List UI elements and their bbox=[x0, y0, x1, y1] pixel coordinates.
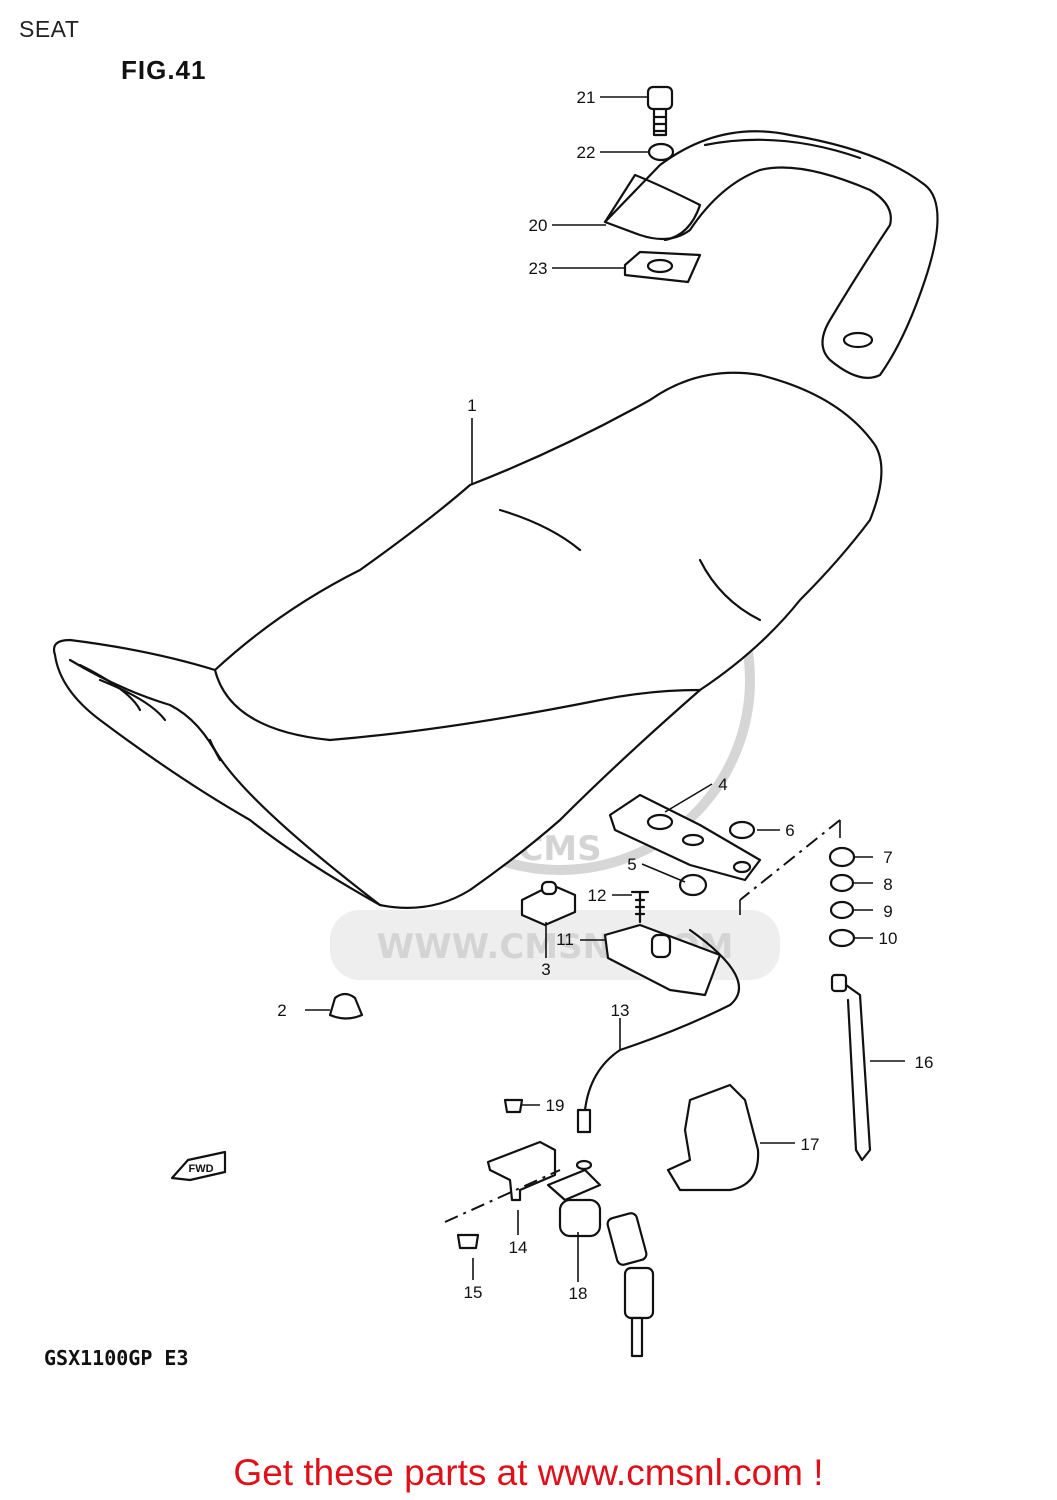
seat-bracket-4 bbox=[608, 793, 762, 882]
figure-number: FIG.41 bbox=[121, 55, 207, 85]
callout-18: 18 bbox=[569, 1284, 588, 1303]
callout-12: 12 bbox=[588, 886, 607, 905]
fwd-arrow-icon: FWD bbox=[170, 1150, 227, 1182]
bracket-17 bbox=[666, 1083, 760, 1192]
get-parts-link[interactable]: Get these parts at www.cmsnl.com ! bbox=[233, 1452, 824, 1493]
cable-end-13 bbox=[576, 1108, 592, 1134]
nut-10 bbox=[828, 928, 856, 948]
plate-23 bbox=[623, 250, 702, 284]
callout-21: 21 bbox=[577, 88, 596, 107]
callout-10: 10 bbox=[879, 929, 898, 948]
band-16 bbox=[830, 973, 872, 1162]
grommet-2 bbox=[328, 992, 364, 1020]
cushion-6 bbox=[728, 820, 756, 840]
nut-8 bbox=[829, 873, 855, 893]
callout-14: 14 bbox=[509, 1238, 528, 1257]
washer-9 bbox=[829, 900, 855, 920]
switch-3 bbox=[520, 880, 577, 927]
callout-1: 1 bbox=[467, 396, 476, 415]
washer-22 bbox=[647, 142, 675, 162]
leader-lines bbox=[305, 96, 905, 1282]
callout-20: 20 bbox=[529, 216, 548, 235]
callout-4: 4 bbox=[718, 775, 727, 794]
callout-19: 19 bbox=[546, 1096, 565, 1115]
callout-13: 13 bbox=[611, 1001, 630, 1020]
callout-7: 7 bbox=[883, 848, 892, 867]
callout-17: 17 bbox=[801, 1135, 820, 1154]
seat-part bbox=[52, 371, 883, 909]
callout-numbers: 21 22 20 23 1 2 3 4 5 6 7 8 9 10 11 12 1… bbox=[277, 88, 933, 1303]
lock-bracket-14 bbox=[486, 1140, 557, 1202]
page-title: SEAT bbox=[19, 16, 80, 42]
fwd-label: FWD bbox=[188, 1163, 213, 1175]
callout-16: 16 bbox=[915, 1053, 934, 1072]
seat-lock-cable-13 bbox=[583, 928, 741, 1112]
screw-15 bbox=[456, 1233, 480, 1250]
latch-11 bbox=[603, 923, 722, 997]
damper-5 bbox=[678, 873, 708, 897]
model-code: GSX1100GP E3 bbox=[44, 1346, 189, 1370]
screw-19 bbox=[503, 1098, 524, 1114]
explode-line-bracket bbox=[739, 819, 841, 901]
cable-clip bbox=[575, 1159, 593, 1171]
seat-lock-18 bbox=[546, 1168, 655, 1358]
callout-8: 8 bbox=[883, 875, 892, 894]
grab-rail-part bbox=[603, 130, 939, 379]
callout-15: 15 bbox=[464, 1283, 483, 1302]
callout-22: 22 bbox=[577, 143, 596, 162]
callout-5: 5 bbox=[627, 855, 636, 874]
callout-11: 11 bbox=[556, 930, 574, 949]
callout-9: 9 bbox=[883, 902, 892, 921]
bolt-21 bbox=[646, 85, 674, 137]
screw-12 bbox=[630, 890, 650, 924]
leader-dash-14 bbox=[444, 1169, 561, 1223]
callout-3: 3 bbox=[541, 960, 550, 979]
callout-2: 2 bbox=[277, 1001, 286, 1020]
cushion-7 bbox=[828, 846, 856, 868]
callout-23: 23 bbox=[529, 259, 548, 278]
callout-6: 6 bbox=[785, 821, 794, 840]
